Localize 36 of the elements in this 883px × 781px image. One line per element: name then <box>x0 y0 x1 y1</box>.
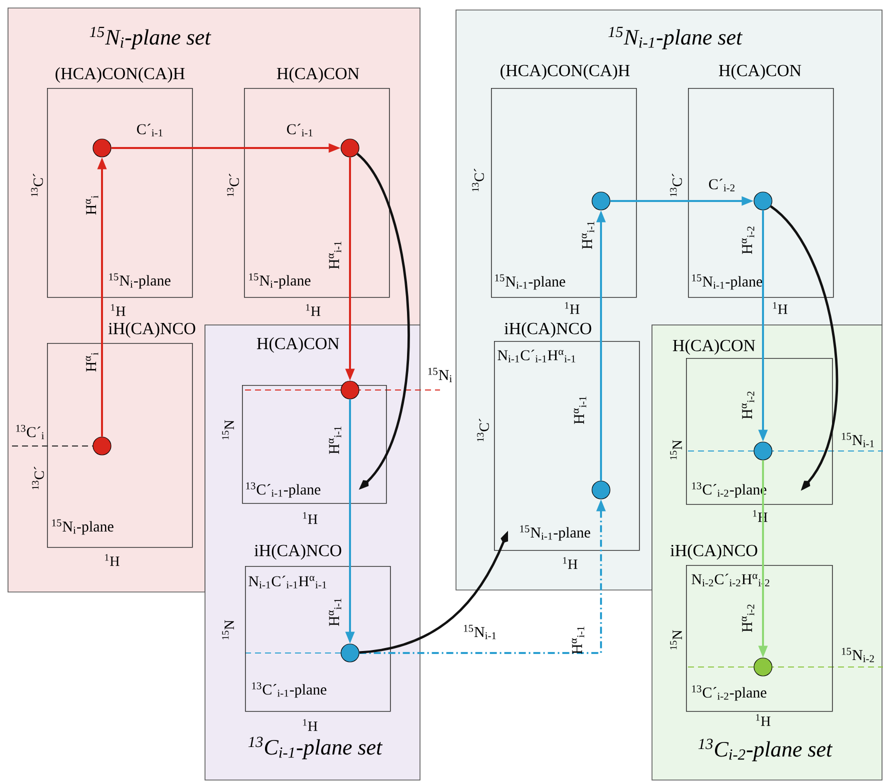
axis-label: $^{1}$H <box>306 304 320 316</box>
axis-label: $^{15}$N <box>670 440 682 460</box>
axis-label: $^{15}$N$_{i-1}$ <box>842 432 874 448</box>
axis-label: $^{15}$N$_{i-2}$ <box>842 648 874 662</box>
edge-label: C´$_{i-1}$ <box>137 124 162 136</box>
edge-label: C´$_{i-2}$ <box>709 178 734 192</box>
axis-label: $^{1}$H <box>756 714 770 726</box>
axis-label: H$^{α}$i <box>86 352 98 372</box>
axis-label: $^{15}$N$_{i}$ <box>428 368 452 382</box>
edge-label: H$^{α}$i-2 <box>742 226 754 254</box>
edge-label: H$^{α}$i-1 <box>328 242 342 270</box>
axis-label: $^{1}$H <box>105 554 120 566</box>
axis-label: $^{13}$C´ <box>31 174 43 196</box>
axis-label: $^{15}$N <box>222 420 234 440</box>
axis-label: $^{1}$H <box>303 512 318 524</box>
axis-label: $^{1}$H <box>565 302 580 314</box>
axis-label: $^{15}$N <box>670 630 682 650</box>
axis-label: $^{1}$H <box>773 302 788 314</box>
axis-label: $^{13}$C´ <box>670 174 682 196</box>
axis-label: $^{13}$C´ <box>227 174 239 196</box>
axis-label: $^{13}$C´ <box>472 168 484 192</box>
edge-label: H$^{α}$i <box>86 196 98 215</box>
axis-label: $^{1}$H <box>303 719 318 731</box>
axis-label: $^{15}$N <box>222 620 234 640</box>
edge-label: H$^{α}$i-2 <box>742 604 754 632</box>
edge-label: H$^{α}$i-1 <box>328 426 342 454</box>
axis-label: $^{1}$H <box>563 557 578 569</box>
edge-label: H$^{α}$i-1 <box>582 222 594 250</box>
edge-label: $^{15}$N$_{i-1}$ <box>464 624 496 640</box>
peak-dot <box>754 658 772 676</box>
axis-label: $^{1}$H <box>753 510 768 522</box>
axis-label: $^{13}$C´ <box>32 466 44 490</box>
peak-dot <box>92 436 112 456</box>
axis-label: H$^{α}$i-1 <box>572 626 584 654</box>
axis-label: $^{13}$C´ <box>477 418 489 442</box>
axis-label: $^{1}$H <box>111 304 126 316</box>
